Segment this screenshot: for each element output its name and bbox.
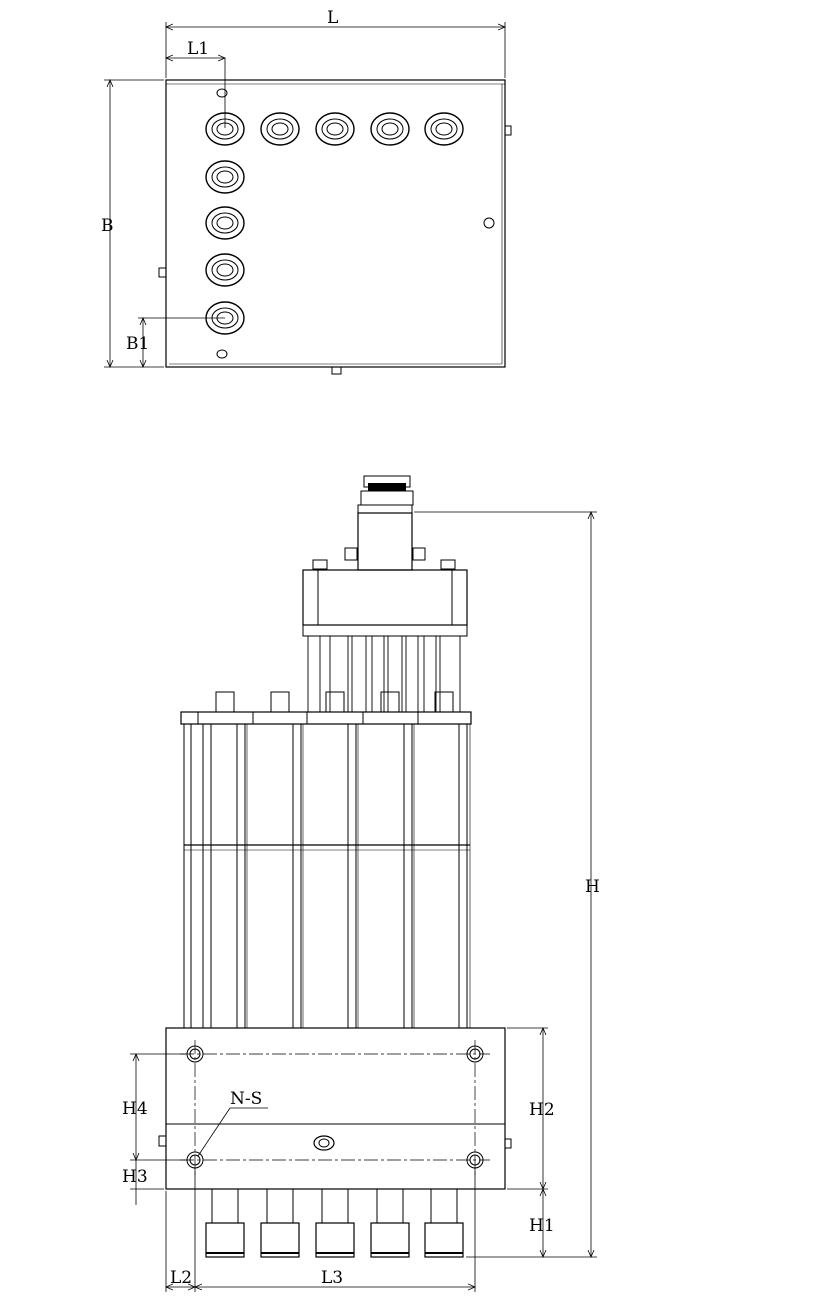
small-hole [216,88,228,98]
port [205,253,245,287]
top-view: L L1 B B1 [101,8,512,375]
plate-bolt [434,691,454,713]
bottom-port [315,1188,355,1258]
dim-label-H4: H4 [122,1099,148,1119]
dim-label-H: H [585,877,600,897]
dim-label-B1: B1 [126,334,149,354]
top-plate [180,711,472,725]
bottom-port [205,1188,245,1258]
bottom-port [424,1188,464,1258]
callout-label-NS: N-S [230,1089,262,1109]
dim-label-L: L [327,8,338,28]
base-block [165,1027,506,1190]
port [260,112,300,146]
dim-label-H3: H3 [122,1167,148,1187]
port [205,206,245,240]
small-hole [216,349,228,359]
bottom-port [370,1188,410,1258]
plate-bolt [325,691,345,713]
small-hole [483,217,495,229]
port [424,112,464,146]
dim-label-L3: L3 [321,1268,343,1288]
side-pin [504,125,512,136]
port [370,112,410,146]
side-pin [331,366,342,375]
plate-bolt [270,691,290,713]
upper-block [302,569,468,626]
side-view: N-S H H2 H1 H4 H3 L2 L3 [122,475,600,1292]
plate-bolt [215,691,235,713]
center-port [313,1135,335,1151]
dim-label-B: B [101,216,114,236]
side-pin [158,267,167,278]
bottom-port [260,1188,300,1258]
dim-label-H1: H1 [529,1216,555,1236]
port [315,112,355,146]
dim-label-L1: L1 [187,39,209,59]
dim-label-H2: H2 [529,1100,555,1120]
connector [357,475,414,571]
port [205,160,245,194]
dim-label-L2: L2 [170,1268,192,1288]
